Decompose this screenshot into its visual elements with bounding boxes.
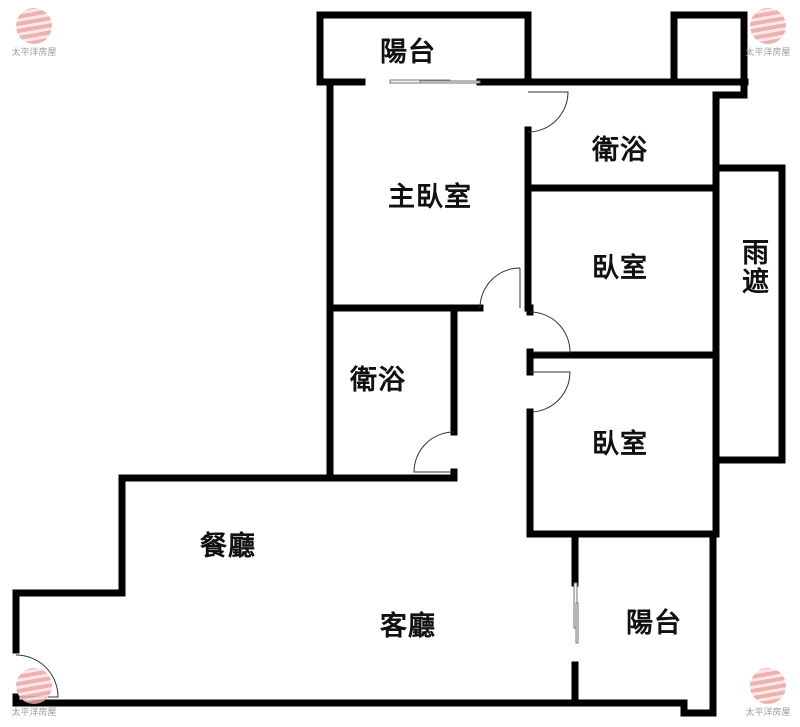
watermark-top-right: 太平洋房屋 xyxy=(736,8,800,58)
watermark-bottom-right: 太平洋房屋 xyxy=(736,668,800,718)
door-bathroom-common xyxy=(413,431,455,473)
sliding-door-balcony-top-2 xyxy=(419,80,481,84)
watermark-top-left: 太平洋房屋 xyxy=(2,8,66,58)
room-label-bedroom-2: 臥室 xyxy=(592,429,648,460)
company-logo-icon xyxy=(16,668,52,704)
watermark-text: 太平洋房屋 xyxy=(745,48,791,58)
wall-top-right-box xyxy=(670,11,748,86)
wall-bedroom-2 xyxy=(526,408,720,538)
door-bedroom-1 xyxy=(529,311,571,353)
watermark-text: 太平洋房屋 xyxy=(11,708,57,718)
room-label-bathroom-common: 衛浴 xyxy=(350,365,406,396)
room-label-rain-shelter: 雨遮 xyxy=(737,238,768,296)
wall-entrance-stub xyxy=(12,693,62,707)
wall-living-bottom xyxy=(54,530,717,717)
sliding-door-balcony-bottom-2 xyxy=(575,602,579,644)
door-master-bathroom xyxy=(527,91,569,133)
door-bedroom-2 xyxy=(529,371,571,413)
company-logo-icon xyxy=(750,668,786,704)
company-logo-icon xyxy=(16,8,52,44)
company-logo-icon xyxy=(750,8,786,44)
room-label-living-room: 客廳 xyxy=(380,611,436,642)
room-label-bedroom-1: 臥室 xyxy=(592,253,648,284)
wall-right-upper xyxy=(712,78,748,192)
wall-rain-shelter xyxy=(712,164,786,464)
door-main-entrance xyxy=(15,654,59,698)
room-label-bathroom-master: 衛浴 xyxy=(592,135,648,166)
room-label-master-bedroom: 主臥室 xyxy=(388,182,472,213)
room-label-balcony-bottom: 陽台 xyxy=(626,608,682,639)
watermark-bottom-left: 太平洋房屋 xyxy=(2,668,66,718)
wall-living-top-left xyxy=(12,468,458,654)
room-label-balcony-top: 陽台 xyxy=(380,37,436,68)
watermark-text: 太平洋房屋 xyxy=(11,48,57,58)
watermark-text: 太平洋房屋 xyxy=(745,708,791,718)
room-label-dining-room: 餐廳 xyxy=(200,531,256,562)
door-master-bedroom xyxy=(479,267,521,309)
